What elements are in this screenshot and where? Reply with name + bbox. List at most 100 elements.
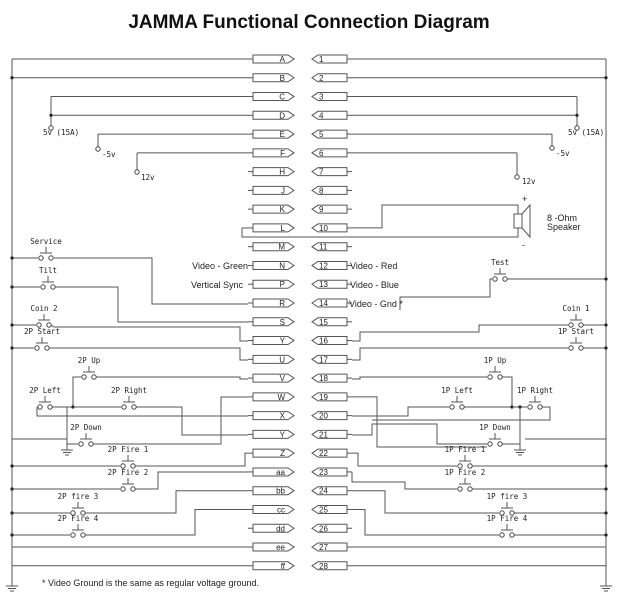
wire <box>93 396 248 445</box>
terminal <box>50 284 56 290</box>
solder-pin-Y <box>252 336 295 346</box>
junction-dot <box>10 285 14 289</box>
terminal <box>88 441 94 447</box>
12v-right-label: 12v <box>522 177 536 186</box>
parts-pin-label: 4 <box>319 111 324 120</box>
solder-pin-label: K <box>280 205 286 214</box>
parts-pin-label: 24 <box>319 487 328 496</box>
wire <box>136 406 248 436</box>
solder-pin-label: A <box>280 55 286 64</box>
wire <box>352 423 487 445</box>
wire <box>135 471 248 490</box>
fire4-1-switch-label: 1P Fire 4 <box>487 514 528 523</box>
parts-pin-13 <box>311 279 348 289</box>
terminal <box>457 463 463 469</box>
terminal <box>467 463 473 469</box>
solder-pin-label: N <box>279 261 285 270</box>
tilt-switch: Tilt <box>39 266 57 290</box>
fire2-2-switch: 2P Fire 2 <box>108 468 149 492</box>
solder-pin-label: Z <box>280 449 285 458</box>
solder-pin-M <box>252 242 295 252</box>
terminal <box>131 404 137 410</box>
terminal <box>514 174 520 180</box>
solder-pin-J <box>252 185 295 195</box>
wire <box>352 406 449 417</box>
parts-pin-label: 22 <box>319 449 328 458</box>
parts-pin-15 <box>311 317 348 327</box>
v5-left-label: 5v (15A) <box>43 128 79 137</box>
parts-pin-label: 6 <box>319 149 324 158</box>
parts-pin-23 <box>311 467 348 477</box>
fire2-1-switch: 1P Fire 2 <box>445 468 485 492</box>
wire <box>36 407 248 417</box>
parts-pin-21 <box>311 429 348 439</box>
solder-pin-Z <box>252 448 295 458</box>
start1-switch: 1P Start <box>558 327 594 351</box>
parts-pin-12 <box>311 260 348 270</box>
fire1-2-switch: 2P Fire 1 <box>108 445 148 469</box>
parts-pin-28 <box>311 561 348 571</box>
neg5v-right-label: -5v <box>556 149 570 158</box>
terminal <box>91 374 97 380</box>
junction-dot <box>10 533 14 537</box>
terminal <box>527 404 533 410</box>
terminal <box>537 404 543 410</box>
solder-pin-label: cc <box>277 505 285 514</box>
solder-pin-cc <box>252 504 295 514</box>
fire3-2-switch: 2P fire 3 <box>58 492 98 516</box>
wire <box>49 347 248 361</box>
parts-pin-6 <box>311 148 348 158</box>
fire2-2-switch-label: 2P Fire 2 <box>108 468 149 477</box>
right2-switch: 2P Right <box>111 386 147 410</box>
labels: Video - Green Vertical Sync Video - Red … <box>42 128 604 588</box>
right2-switch-label: 2P Right <box>111 386 147 395</box>
parts-pin-label: 17 <box>319 355 328 364</box>
terminal <box>130 463 136 469</box>
solder-pin-E <box>252 129 295 139</box>
solder-pin-X <box>252 411 295 421</box>
down1-switch: 1P Down <box>479 423 511 447</box>
terminal <box>497 374 503 380</box>
junction-dot <box>604 277 608 281</box>
terminal <box>70 532 76 538</box>
parts-pin-8 <box>311 185 348 195</box>
terminal <box>502 276 508 282</box>
parts-pin-label: 18 <box>319 374 328 383</box>
terminal <box>48 255 54 261</box>
parts-pin-4 <box>311 110 348 120</box>
speaker-minus: - <box>522 240 525 250</box>
start2-switch-label: 2P Start <box>24 327 60 336</box>
start2-switch: 2P Start <box>24 327 60 351</box>
wire <box>85 490 248 514</box>
terminal <box>47 404 53 410</box>
parts-pin-label: 20 <box>319 412 328 421</box>
parts-pin-27 <box>311 542 348 552</box>
fire3-1-switch: 1P fire 3 <box>487 492 527 516</box>
terminal <box>38 255 44 261</box>
terminal <box>497 441 503 447</box>
parts-pin-label: 19 <box>319 393 328 402</box>
terminal <box>499 510 505 516</box>
terminal <box>487 441 493 447</box>
terminal <box>40 284 46 290</box>
junction-dot <box>604 323 608 327</box>
solder-pin-F <box>252 148 295 158</box>
solder-pin-label: L <box>281 224 286 233</box>
up1-switch-label: 1P Up <box>484 356 507 365</box>
parts-pin-19 <box>311 392 348 402</box>
terminal <box>121 404 127 410</box>
parts-pin-16 <box>311 336 348 346</box>
solder-pin-label: M <box>278 243 285 252</box>
terminal <box>509 532 515 538</box>
